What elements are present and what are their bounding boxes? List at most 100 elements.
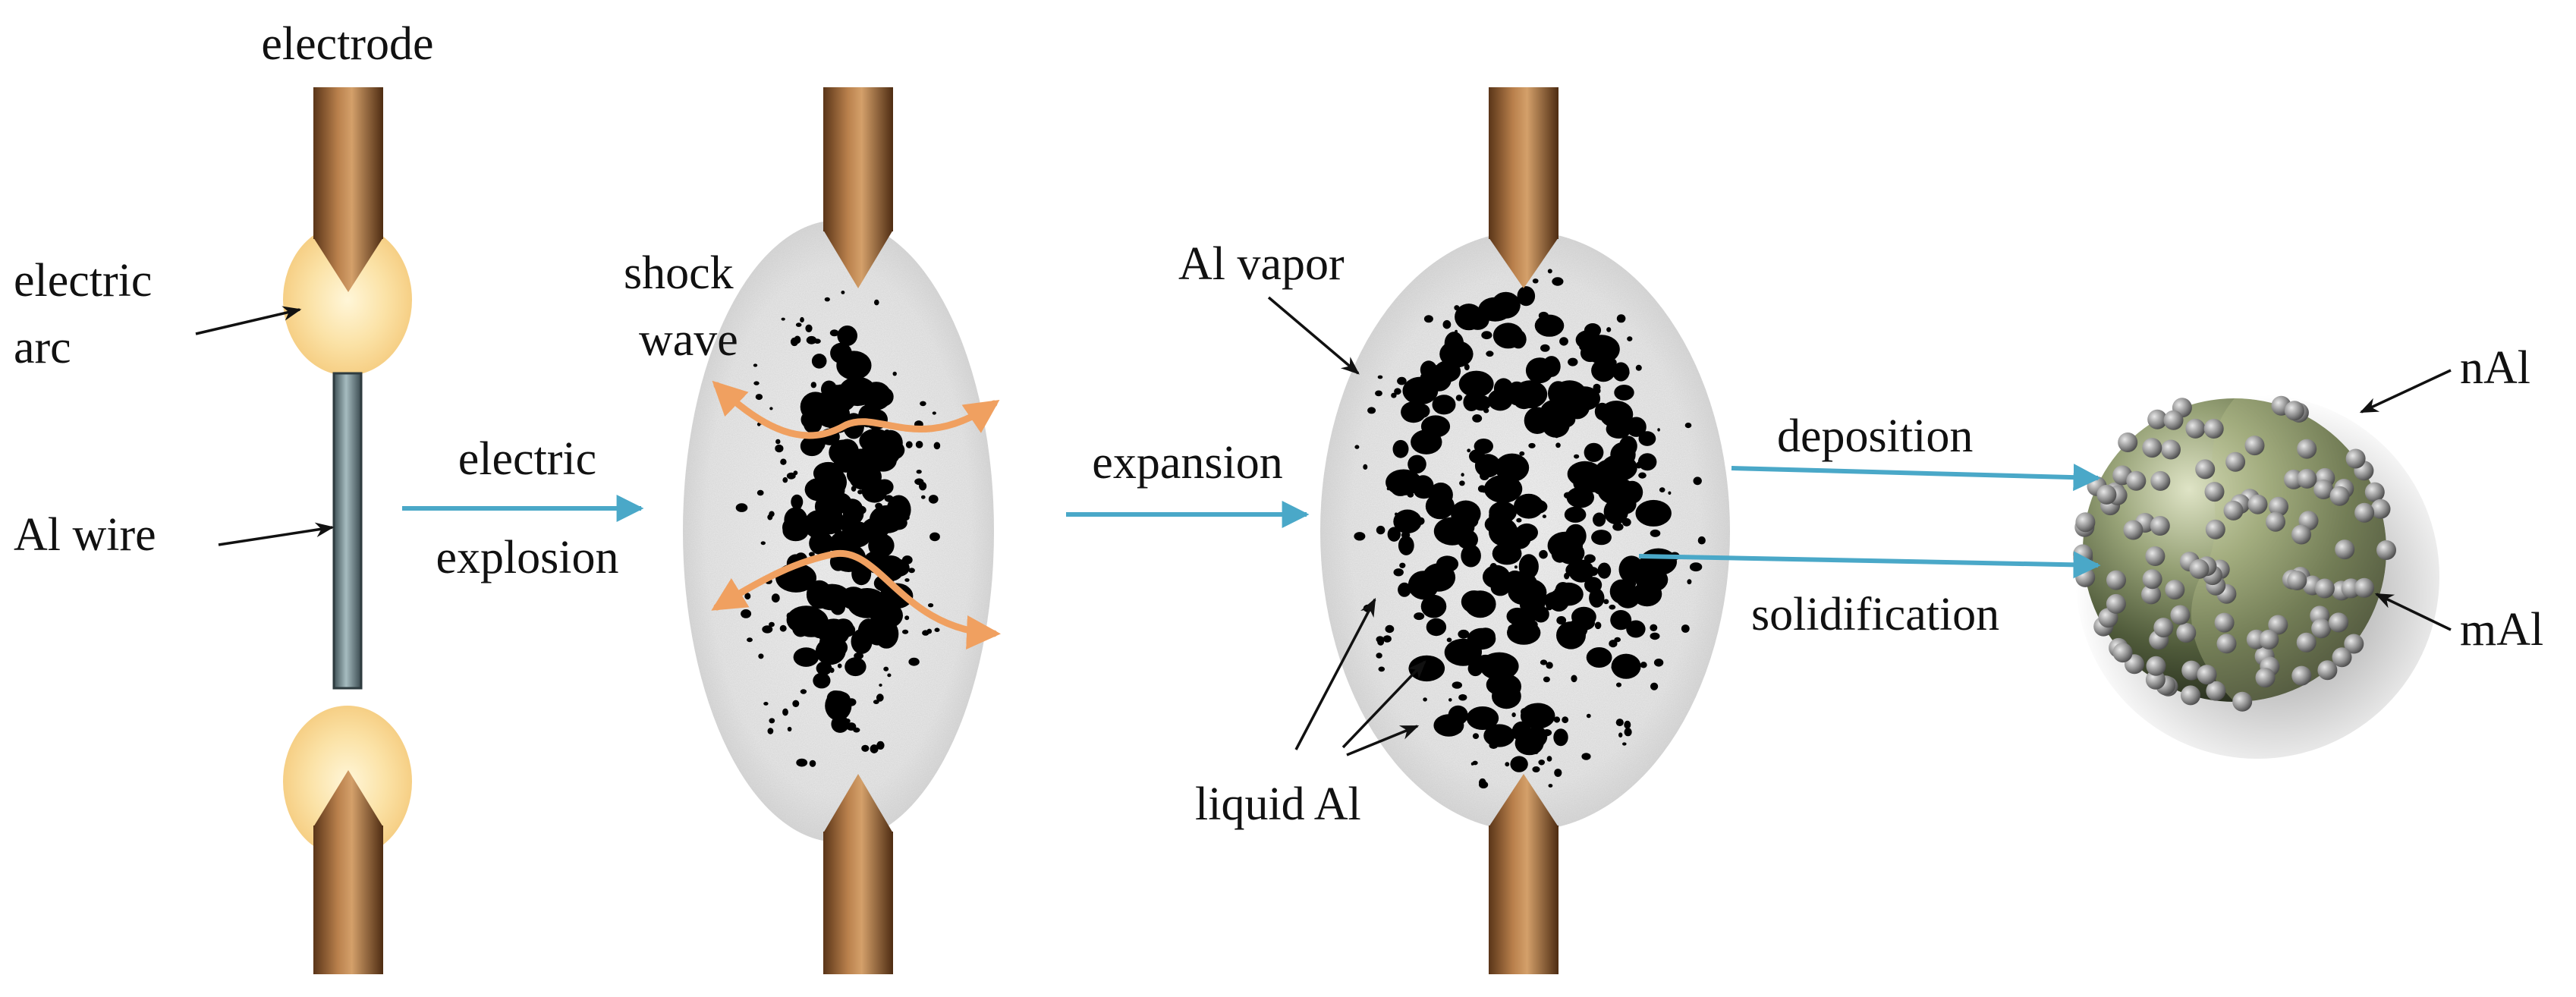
droplet	[847, 588, 888, 618]
droplet-speck	[1519, 451, 1525, 456]
droplet-speck	[1423, 315, 1433, 323]
nal-particle	[2297, 439, 2317, 459]
droplet-speck	[807, 447, 815, 452]
droplet-speck	[1563, 492, 1572, 499]
droplet-speck	[1532, 749, 1539, 754]
nal-particle	[2297, 468, 2317, 489]
droplet	[1475, 627, 1496, 645]
droplet	[1635, 567, 1669, 593]
droplet-speck	[883, 666, 889, 671]
electrode-top-3	[1489, 87, 1558, 288]
droplet-speck	[1428, 621, 1434, 626]
droplet-speck	[1375, 390, 1382, 397]
droplet-speck	[1484, 718, 1491, 724]
droplet-speck	[882, 396, 888, 402]
nal-particle	[2354, 577, 2374, 598]
droplet-speck	[900, 496, 906, 502]
droplet-speck	[1616, 314, 1626, 323]
droplet-speck	[1614, 637, 1621, 643]
label-mal: mAl	[2460, 604, 2543, 656]
droplet-speck	[1616, 682, 1621, 687]
droplet-speck	[782, 708, 788, 716]
droplet-speck	[861, 744, 870, 752]
droplet-speck	[1584, 554, 1596, 564]
droplet-speck	[852, 643, 858, 649]
droplet-speck	[886, 517, 894, 524]
electrode-bottom-1	[313, 770, 383, 974]
droplet-speck	[892, 371, 897, 376]
droplet	[792, 618, 810, 637]
nal-particle	[2269, 496, 2288, 517]
droplet-speck	[1367, 407, 1376, 414]
droplet-speck	[1386, 487, 1391, 491]
droplet-speck	[1451, 521, 1456, 527]
droplet-speck	[829, 667, 835, 673]
droplet	[1506, 607, 1528, 625]
droplet-speck	[904, 578, 910, 582]
droplet-speck	[1489, 563, 1498, 572]
droplet	[1547, 531, 1583, 560]
droplet-speck	[1612, 523, 1624, 531]
nal-particle	[2255, 668, 2276, 688]
nal-particles	[2073, 395, 2396, 712]
stage-explosion	[683, 87, 1001, 974]
droplet-speck	[1609, 640, 1618, 648]
droplet	[835, 439, 859, 464]
droplet	[1517, 286, 1536, 307]
droplet-speck	[753, 363, 758, 367]
droplet-speck	[821, 581, 826, 587]
droplet	[1534, 314, 1565, 337]
droplet-speck	[1505, 762, 1510, 767]
droplet-speck	[1542, 729, 1552, 737]
droplet	[1621, 480, 1643, 504]
droplet	[1603, 498, 1628, 525]
droplet-speck	[816, 512, 822, 518]
droplet-speck	[786, 472, 796, 480]
droplet-speck	[834, 527, 841, 535]
droplet-speck	[1668, 491, 1672, 495]
droplet	[827, 482, 845, 499]
droplet-speck	[1505, 695, 1509, 700]
droplet	[1387, 527, 1401, 542]
droplet-speck	[879, 684, 882, 687]
pointer-nal	[2359, 369, 2452, 414]
label-electrode: electrode	[261, 18, 433, 70]
droplet	[830, 342, 852, 363]
droplet	[1520, 703, 1555, 729]
droplet	[1612, 362, 1630, 382]
nal-particle	[2142, 569, 2162, 590]
droplet-speck	[795, 322, 802, 327]
droplet-speck	[1454, 305, 1460, 311]
droplet-speck	[1397, 376, 1407, 385]
droplet	[1408, 454, 1426, 473]
al-wire	[332, 372, 363, 690]
droplet-speck	[1631, 571, 1640, 577]
droplet-speck	[1417, 517, 1425, 525]
nal-particle	[2332, 647, 2352, 668]
droplet-speck	[804, 659, 808, 662]
label-nal: nAl	[2460, 342, 2530, 394]
droplet-speck	[1568, 357, 1578, 366]
droplet-speck	[855, 505, 867, 514]
droplet-speck	[1574, 454, 1580, 459]
droplet-speck	[1556, 616, 1567, 625]
nal-particle	[2206, 681, 2226, 701]
droplet-speck	[929, 532, 940, 542]
electrode-bottom-3	[1489, 774, 1558, 974]
droplet-speck	[1605, 506, 1612, 514]
droplet-speck	[904, 615, 910, 621]
droplet-speck	[842, 709, 848, 714]
droplet-speck	[810, 382, 817, 388]
droplet-speck	[769, 718, 775, 724]
electrode-bottom-2	[823, 774, 893, 974]
pointer-liquid-al-1	[1294, 597, 1376, 750]
droplet-speck	[1606, 327, 1612, 332]
droplet-speck	[832, 720, 838, 727]
labels: electrode electric arc Al wire electric …	[14, 18, 2543, 830]
droplet-speck	[887, 609, 893, 615]
nal-particle	[2146, 656, 2166, 676]
droplet-speck	[1594, 621, 1602, 630]
droplet-speck	[916, 470, 922, 474]
droplet-speck	[928, 495, 939, 504]
droplet	[1505, 571, 1537, 596]
